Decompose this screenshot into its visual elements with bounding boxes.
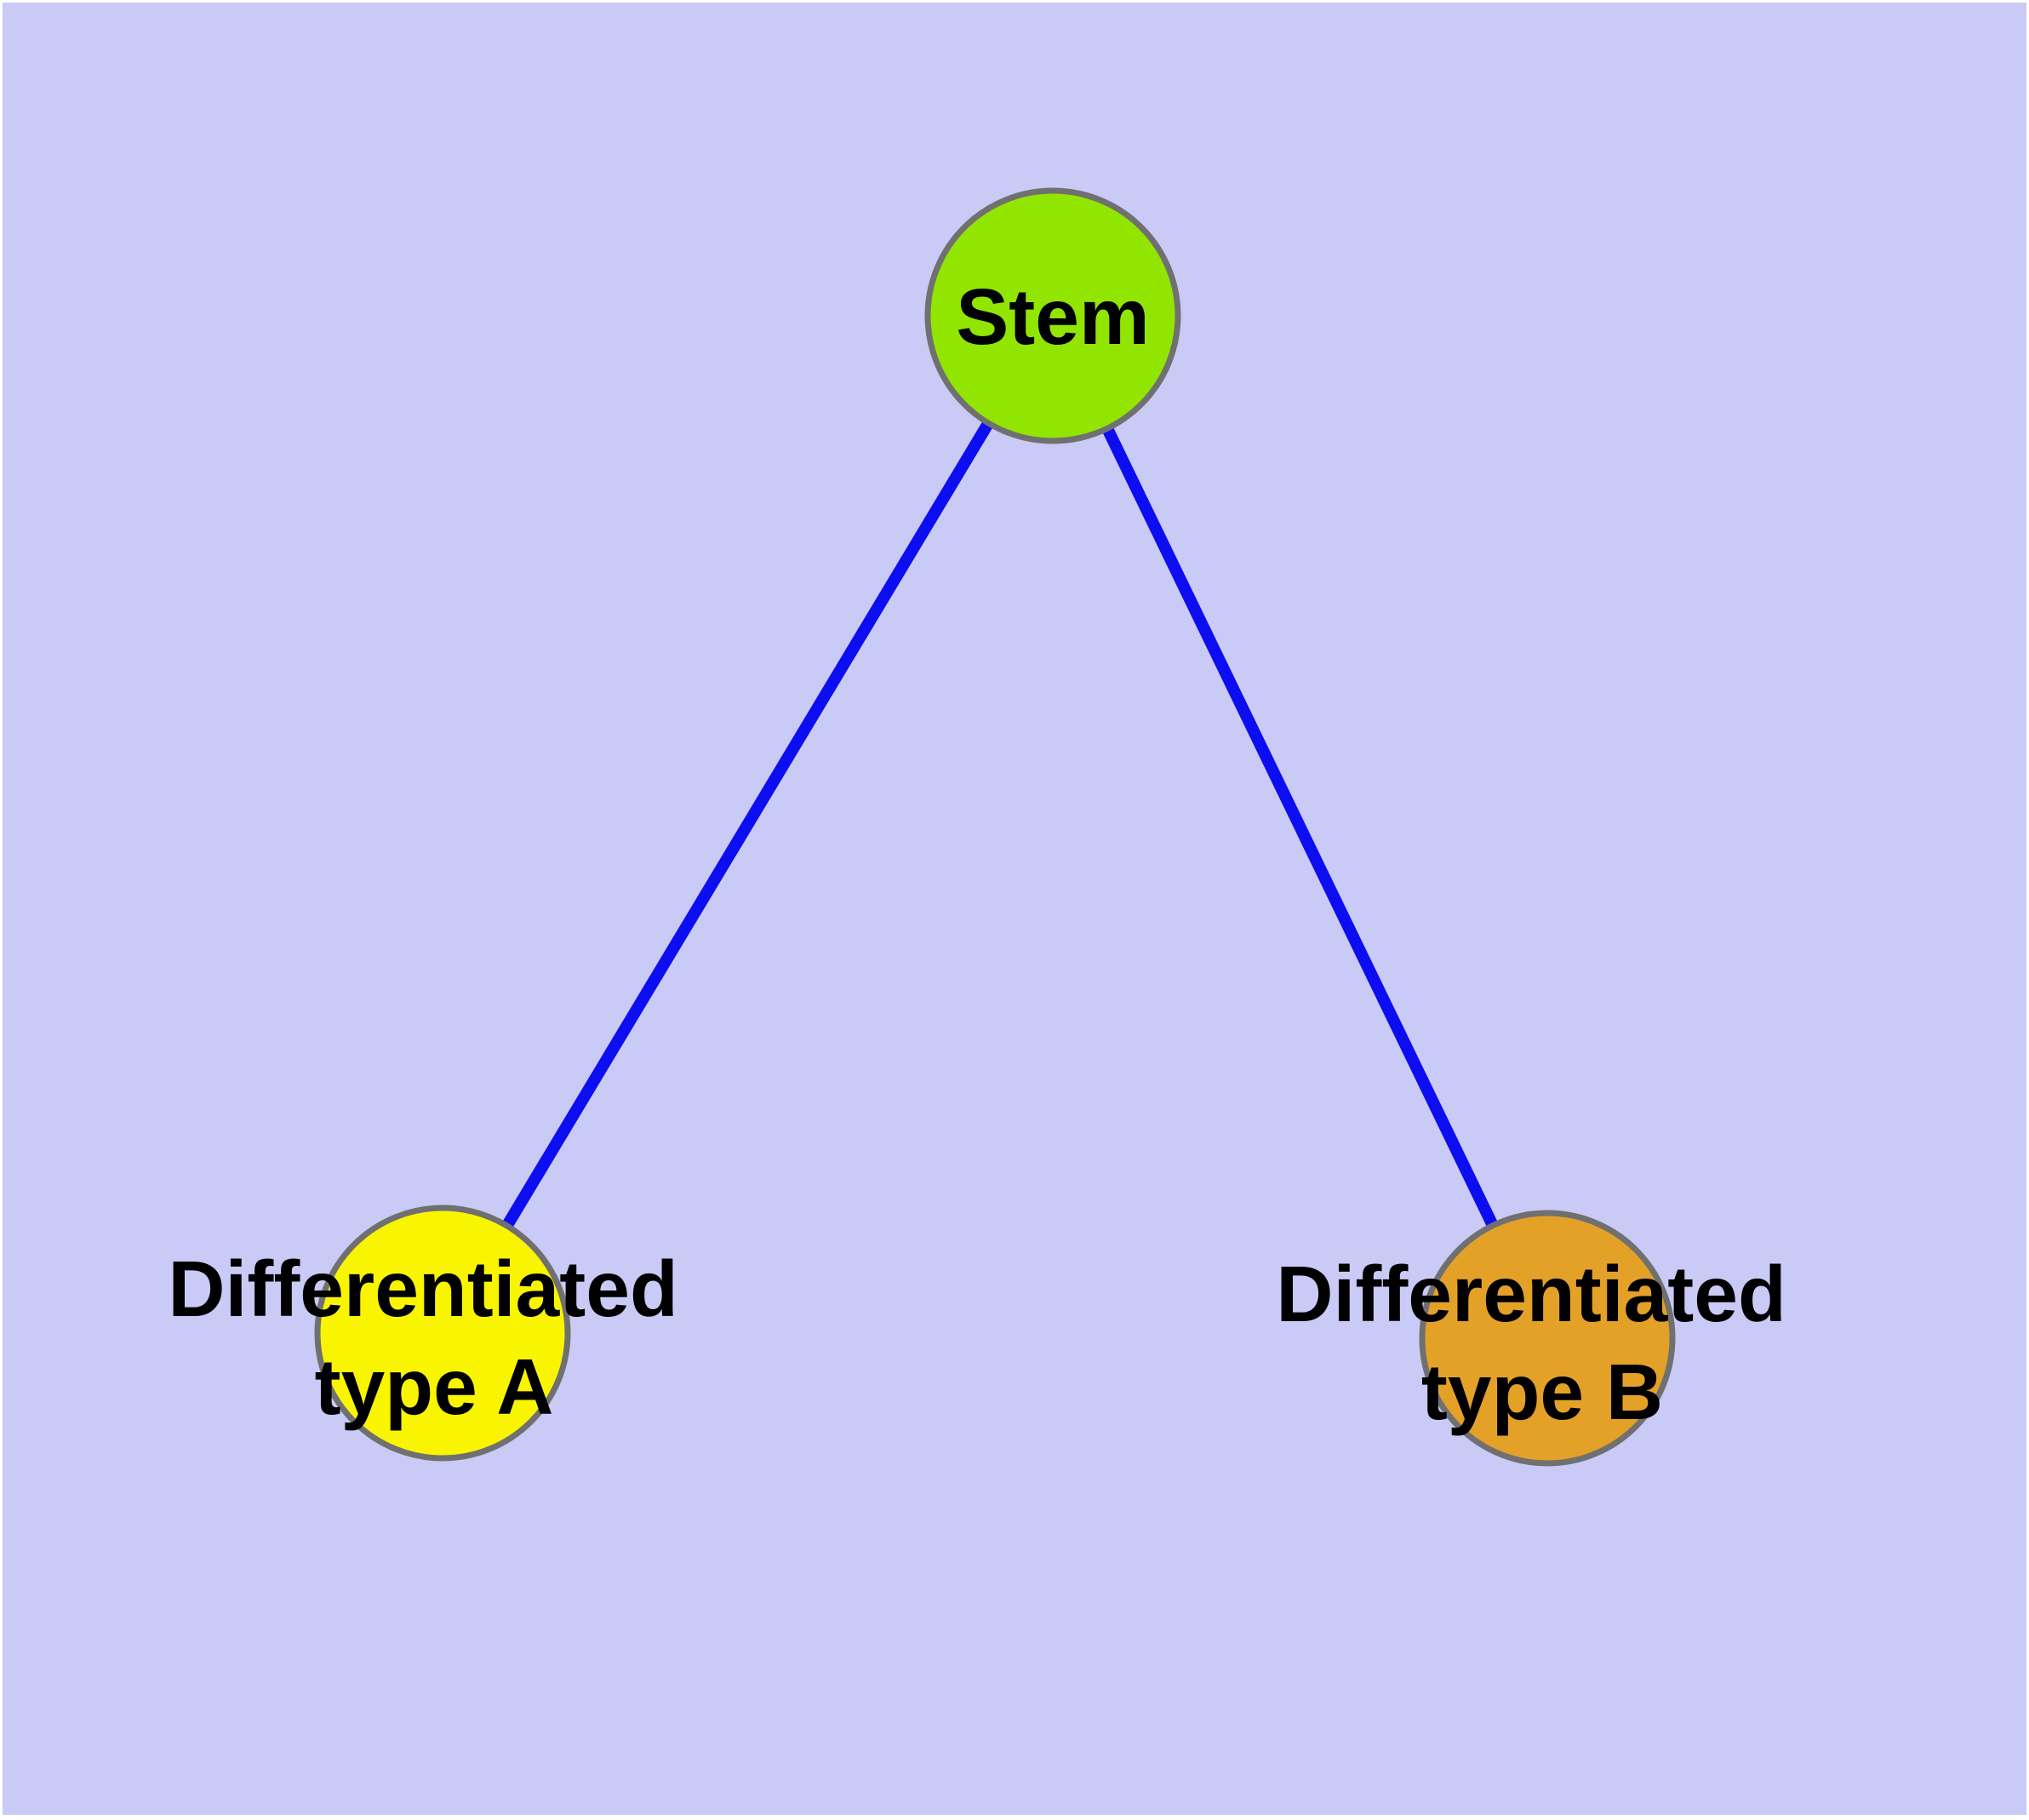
node-label-differentiated-type-a: Differentiated type A bbox=[168, 1245, 700, 1431]
node-label-differentiated-type-b: Differentiated type B bbox=[1276, 1250, 1808, 1436]
edge-stem-to-type-a bbox=[437, 312, 1059, 1336]
edge-stem-to-type-b bbox=[1047, 312, 1553, 1342]
node-label-type-b-line2: type B bbox=[1421, 1348, 1663, 1436]
node-stem bbox=[924, 187, 1181, 444]
node-differentiated-type-a bbox=[314, 1205, 571, 1462]
node-differentiated-type-b bbox=[1419, 1210, 1676, 1467]
node-label-type-a-line1: Differentiated bbox=[168, 1245, 677, 1333]
node-label-type-b-line1: Differentiated bbox=[1276, 1250, 1786, 1338]
node-label-stem: Stem bbox=[956, 272, 1149, 361]
node-label-type-a-line2: type A bbox=[315, 1342, 554, 1431]
node-label-stem-line1: Stem bbox=[956, 272, 1149, 361]
